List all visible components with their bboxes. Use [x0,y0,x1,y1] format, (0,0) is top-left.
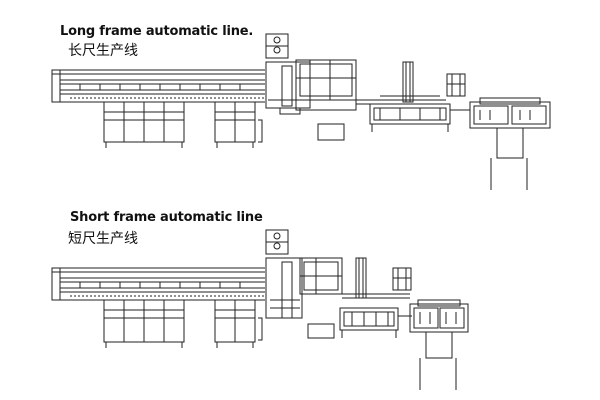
long-operator-box [317,123,345,141]
long-support-legs [103,101,263,148]
long-control-panel [265,33,289,59]
short-control-panel [265,229,289,255]
long-station-2 [369,103,451,132]
short-operator-box [307,323,335,339]
short-conveyor-frame [51,267,265,301]
long-lifter [380,61,440,103]
short-line-subtitle: 短尺生产线 [68,231,138,247]
long-small-unit [446,73,466,97]
long-line-drawing [51,33,551,190]
short-support-legs [103,299,263,348]
long-station-3 [469,97,551,129]
short-station-2 [339,307,399,338]
short-line-title: Short frame automatic line [70,210,263,225]
long-line-title: Long frame automatic line. [60,24,254,39]
short-station-1 [265,257,343,319]
short-station-3 [409,299,469,333]
short-line-drawing [51,229,469,390]
short-small-unit [392,267,412,291]
long-station-1 [265,59,357,115]
short-outfeed-legs [419,331,457,390]
short-transfer-conveyor [342,293,410,299]
long-conveyor-frame [51,69,265,103]
long-transfer-conveyor [356,99,446,105]
long-outfeed-legs [490,127,528,190]
long-line-subtitle: 长尺生产线 [68,43,138,59]
short-lifter [355,257,367,299]
